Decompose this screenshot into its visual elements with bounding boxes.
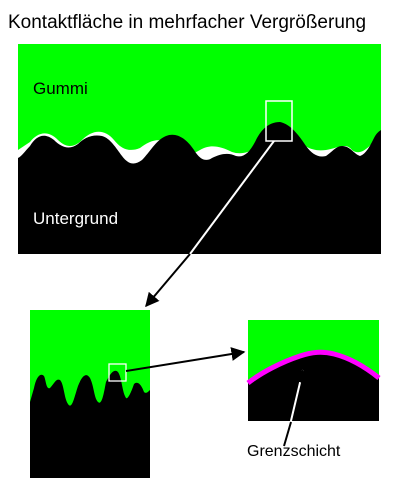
zoom-frame-1	[265, 100, 293, 142]
zoom-arrow-1	[145, 253, 191, 308]
zoom-frame-2	[108, 363, 127, 382]
boundary-pointer	[283, 421, 292, 447]
ground-area-zoom-3	[248, 352, 379, 421]
boundary-layer	[246, 349, 381, 385]
zoom-arrow-1-inner	[189, 140, 275, 255]
ground-label: Untergrund	[33, 209, 118, 228]
boundary-pointer-inner	[289, 368, 307, 426]
ground-area-zoom-2	[30, 370, 150, 478]
zoom-panel-3	[246, 320, 381, 421]
rubber-label: Gummi	[33, 79, 88, 98]
diagram-title: Kontaktfläche in mehrfacher Vergrößerung	[8, 12, 366, 33]
overview-panel: Gummi Untergrund	[18, 44, 381, 254]
ground-area	[18, 122, 381, 254]
zoom-arrow-2	[125, 347, 246, 372]
zoom-panel-2	[30, 310, 150, 478]
boundary-label: Grenzschicht	[247, 443, 341, 460]
